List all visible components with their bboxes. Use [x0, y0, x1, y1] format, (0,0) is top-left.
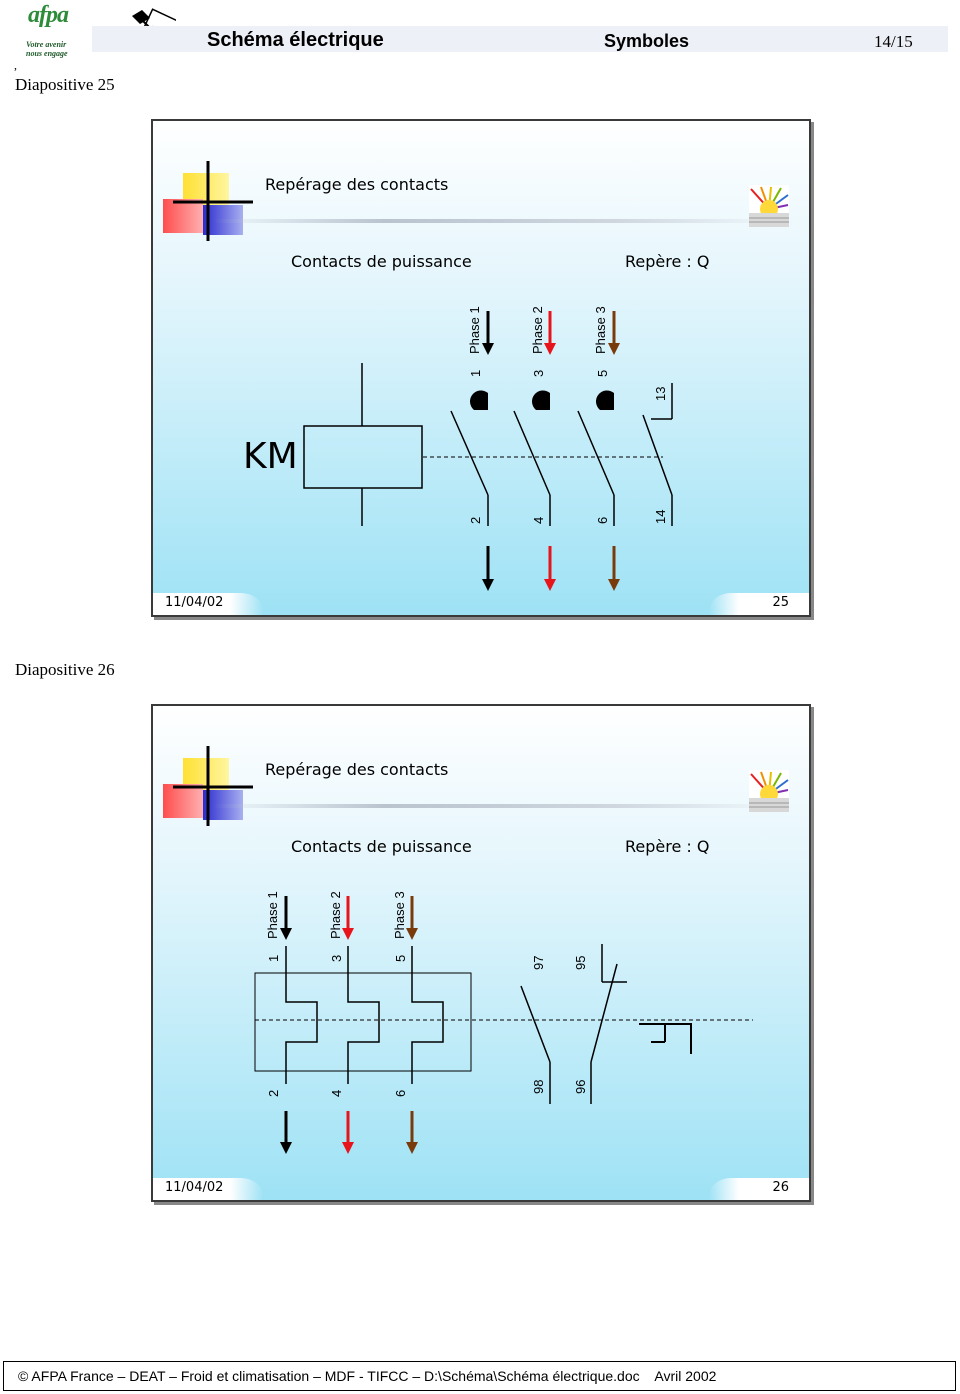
title-underline [213, 804, 783, 808]
output-arrow-3 [406, 1142, 418, 1154]
slide-26: Repérage des contacts Contacts de puissa… [151, 704, 811, 1202]
terminal-5: 5 [393, 955, 408, 962]
contact-3-fixed [595, 390, 614, 410]
document-title: Schéma électrique [207, 29, 384, 51]
phase-label-2: Phase 2 [328, 891, 343, 939]
slide-number: 26 [772, 1180, 789, 1195]
heater-2 [347, 946, 380, 1084]
terminal-3: 3 [531, 370, 546, 377]
heater-3 [411, 946, 444, 1084]
phase-label-3: Phase 3 [593, 306, 608, 354]
terminal-4: 4 [531, 517, 546, 524]
page-number: 14/15 [874, 32, 913, 51]
slide-caption-26: Diapositive 26 [15, 660, 115, 679]
output-arrow-3 [608, 579, 620, 591]
slide-number: 25 [772, 595, 789, 610]
thermal-actuator [639, 1023, 692, 1054]
slide-title: Repérage des contacts [265, 760, 449, 779]
terminal-2: 2 [266, 1090, 281, 1097]
contact-2-blade [513, 410, 551, 496]
slide-caption-25: Diapositive 25 [15, 75, 115, 94]
header-bar [92, 26, 948, 52]
stray-mark: , [14, 58, 17, 72]
sun-logo-icon [749, 770, 789, 812]
slide-25: Repérage des contacts Contacts de puissa… [151, 119, 811, 617]
section-title: Symboles [604, 31, 690, 51]
component-label: KM [243, 436, 298, 477]
terminal-95: 95 [573, 956, 588, 970]
phase-label-2: Phase 2 [530, 306, 545, 354]
slide-title: Repérage des contacts [265, 175, 449, 194]
terminal-1: 1 [266, 955, 281, 962]
terminal-6: 6 [595, 517, 610, 524]
output-arrow-2 [544, 579, 556, 591]
output-arrow-1 [280, 1142, 292, 1154]
title-underline [213, 219, 783, 223]
output-arrow-2 [342, 1142, 354, 1154]
contact-2-fixed [531, 390, 550, 410]
terminal-3: 3 [329, 955, 344, 962]
terminal-6: 6 [393, 1090, 408, 1097]
logo-text: afpa [28, 2, 69, 28]
output-arrow-1 [482, 579, 494, 591]
aux-contact-blade [642, 414, 673, 496]
slide-date: 11/04/02 [165, 1180, 224, 1195]
contact-3-blade [577, 410, 615, 496]
phase-label-1: Phase 1 [467, 306, 482, 354]
no-contact-blade [520, 985, 551, 1063]
nc-contact-blade [590, 963, 618, 1063]
repere-label: Repère : Q [625, 252, 710, 271]
contact-1-blade [450, 410, 489, 496]
terminal-97: 97 [531, 956, 546, 970]
slide-subtitle: Contacts de puissance [291, 252, 472, 271]
terminal-96: 96 [573, 1080, 588, 1094]
contactor-diagram: Phase 1 1 2 Phase 2 3 4 Phase 3 5 6 13 [303, 306, 673, 591]
slide-date: 11/04/02 [165, 595, 224, 610]
page-footer: © AFPA France – DEAT – Froid et climatis… [3, 1361, 956, 1391]
terminal-13: 13 [653, 387, 668, 401]
repere-label: Repère : Q [625, 837, 710, 856]
terminal-5: 5 [595, 370, 610, 377]
thermal-relay-diagram: Phase 1 1 2 Phase 2 3 4 Phase 3 5 6 97 9… [254, 891, 753, 1154]
phase-label-3: Phase 3 [392, 891, 407, 939]
terminal-2: 2 [468, 517, 483, 524]
sun-logo-icon [749, 185, 789, 227]
contact-1-fixed [469, 390, 488, 410]
relay-enclosure [254, 972, 472, 1072]
terminal-1: 1 [468, 370, 483, 377]
coil-box [303, 425, 423, 489]
logo-slogan: Votre avenir nous engage [26, 40, 68, 58]
corner-decoration [163, 746, 253, 826]
terminal-4: 4 [329, 1090, 344, 1097]
phase-label-1: Phase 1 [265, 891, 280, 939]
footer-text: © AFPA France – DEAT – Froid et climatis… [18, 1368, 717, 1384]
terminal-98: 98 [531, 1080, 546, 1094]
afpa-logo: afpa Votre avenir nous engage [22, 2, 82, 58]
heater-1 [285, 946, 318, 1084]
slide-subtitle: Contacts de puissance [291, 837, 472, 856]
terminal-14: 14 [653, 510, 668, 524]
